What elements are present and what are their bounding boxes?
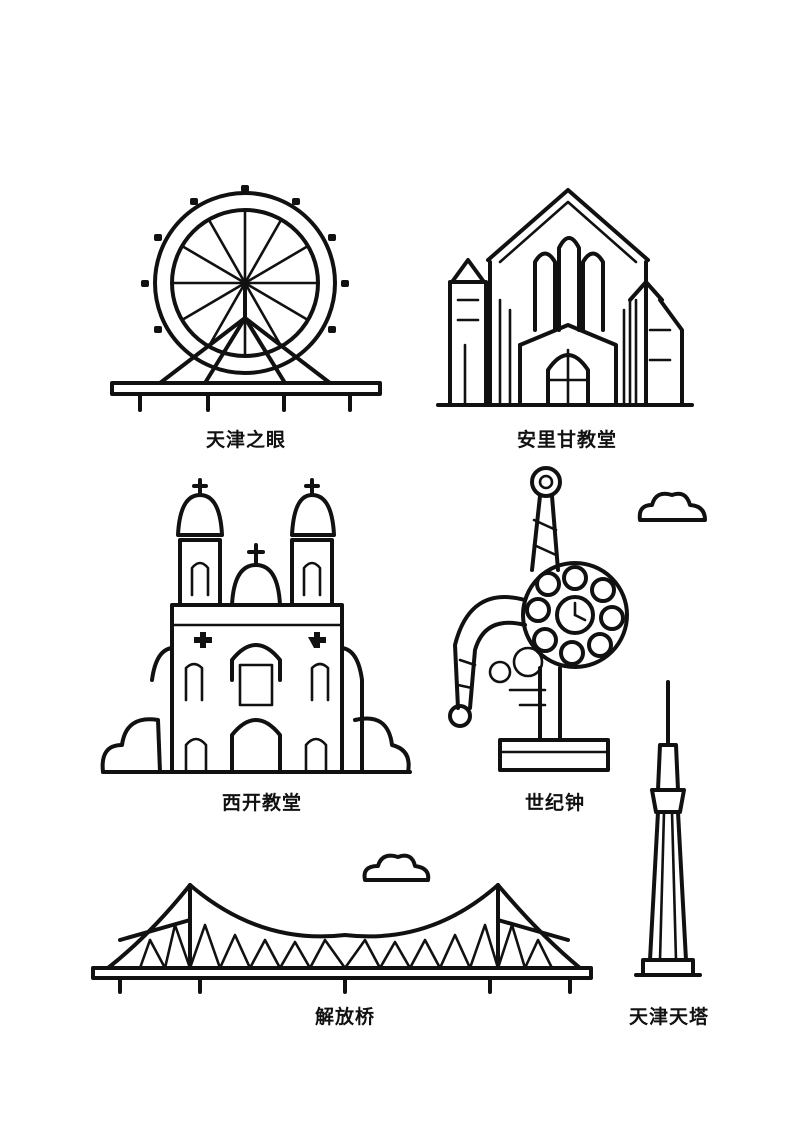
tianjin-eye-drawing — [110, 185, 382, 412]
anli-church-drawing — [436, 188, 694, 407]
cloud-shape — [362, 853, 431, 882]
jiefang-bridge-drawing — [91, 883, 593, 994]
label-century-clock: 世纪钟 — [524, 792, 586, 814]
xikai-church-drawing — [100, 478, 412, 774]
cloud-shape — [637, 491, 707, 522]
label-xikai-church: 西开教堂 — [221, 792, 303, 814]
century-clock-drawing — [448, 466, 629, 772]
label-tianjin-tower: 天津天塔 — [628, 1006, 710, 1028]
tianjin-tower-drawing — [634, 680, 702, 977]
label-jiefang-bridge: 解放桥 — [314, 1006, 376, 1028]
label-anli-church: 安里甘教堂 — [516, 429, 618, 451]
label-tianjin-eye: 天津之眼 — [205, 429, 287, 451]
